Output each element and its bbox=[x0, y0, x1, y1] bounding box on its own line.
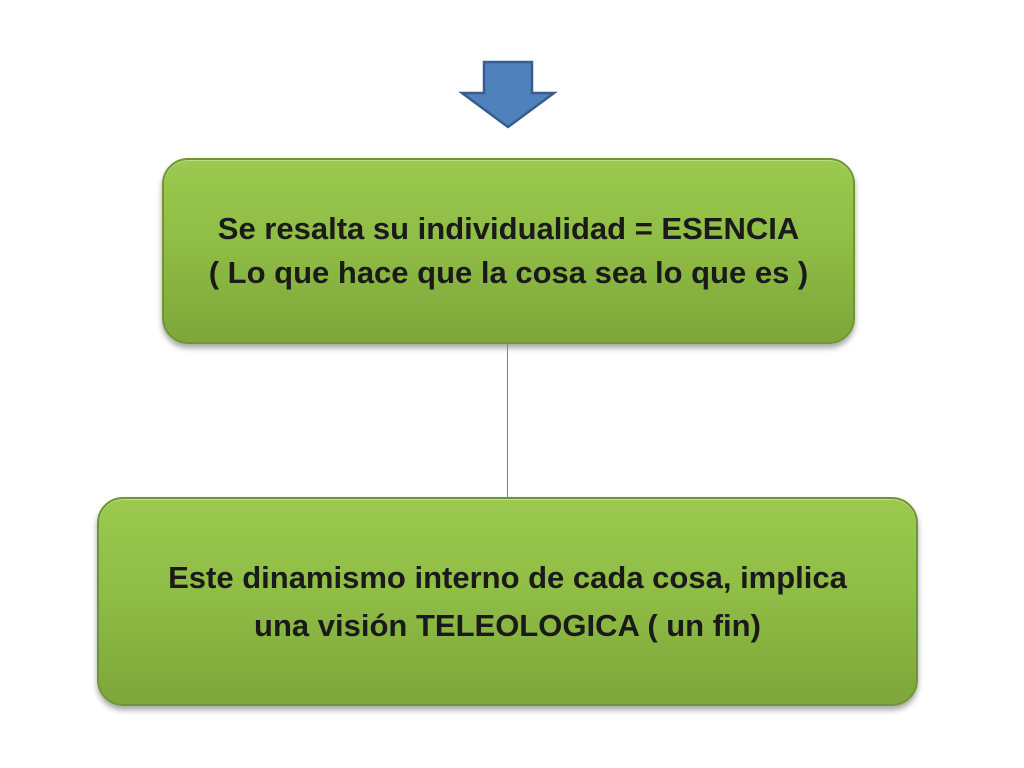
essence-box-line-1: Se resalta su individualidad = ESENCIA bbox=[217, 211, 800, 246]
teleology-box-line-2: una visión TELEOLOGICA ( un fin) bbox=[254, 607, 761, 643]
teleology-box-line-1: Este dinamismo interno de cada cosa, imp… bbox=[168, 559, 847, 595]
connector-line bbox=[507, 344, 508, 497]
essence-box: Se resalta su individualidad = ESENCIA (… bbox=[162, 158, 855, 344]
down-arrow-icon bbox=[458, 60, 558, 129]
teleology-box: Este dinamismo interno de cada cosa, imp… bbox=[97, 497, 918, 706]
essence-box-line-2: ( Lo que hace que la cosa sea lo que es … bbox=[208, 255, 809, 290]
